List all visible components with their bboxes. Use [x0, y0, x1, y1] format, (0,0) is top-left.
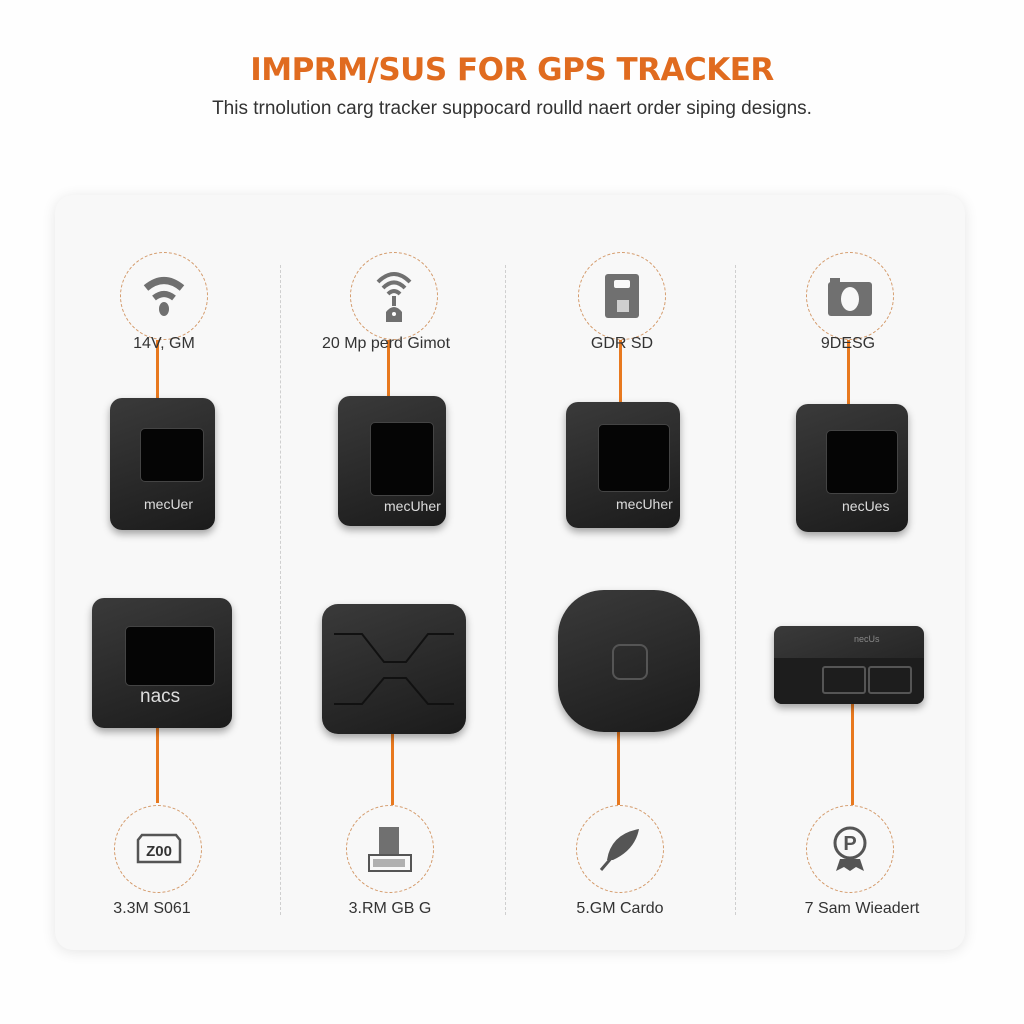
feature-label: GDR SD	[590, 335, 654, 352]
wifi-icon	[120, 252, 208, 340]
feature-label: 9DESG	[820, 335, 876, 352]
column-divider	[505, 265, 506, 915]
battery-icon: Z00	[114, 805, 202, 893]
page-subtitle: This trnolution carg tracker suppocard r…	[212, 98, 812, 119]
feather-icon	[576, 805, 664, 893]
sim-card-icon	[578, 252, 666, 340]
gps-tracker-device: mecUher	[338, 396, 446, 526]
column-divider	[280, 265, 281, 915]
gps-tracker-device: necUs	[774, 626, 924, 704]
connector-line	[619, 340, 622, 405]
gps-tracker-device: nacs	[92, 598, 232, 728]
svg-text:P: P	[843, 833, 856, 855]
connector-line	[847, 340, 850, 405]
connector-line	[617, 730, 620, 805]
connector-line	[387, 340, 390, 400]
gps-tracker-device: mecUer	[110, 398, 215, 530]
sd-card-icon	[346, 805, 434, 893]
connector-line	[851, 700, 854, 805]
feature-label: 3.3M S061	[113, 900, 191, 917]
svg-text:Z00: Z00	[146, 843, 172, 860]
gps-tracker-device	[322, 604, 466, 734]
gps-tracker-device: mecUher	[566, 402, 680, 528]
parking-icon: P	[806, 805, 894, 893]
gps-tracker-device	[558, 590, 700, 732]
connector-line	[156, 725, 159, 803]
page-title: IMPRM/SUS FOR GPS TRACKER	[250, 52, 774, 88]
feature-label: 7 Sam Wieadert	[804, 900, 920, 917]
connector-line	[391, 730, 394, 805]
connector-line	[156, 340, 159, 400]
column-divider	[735, 265, 736, 915]
feature-label: 3.RM GB G	[348, 900, 432, 917]
gps-tracker-device: necUes	[796, 404, 908, 532]
feature-label: 14V, GM	[133, 335, 195, 352]
feature-label: 5.GM Cardo	[576, 900, 664, 917]
antenna-icon	[350, 252, 438, 340]
camera-icon	[806, 252, 894, 340]
feature-label: 20 Mp perd Gimot	[321, 335, 451, 352]
